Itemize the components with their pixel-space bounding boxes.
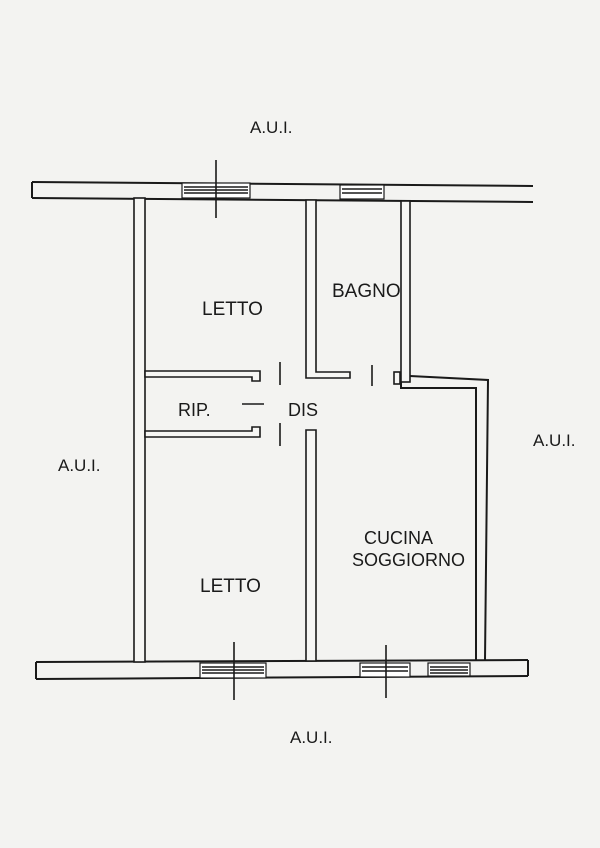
room-label-hallway: DIS <box>288 400 318 420</box>
top-window-bedroom <box>181 160 251 218</box>
partition-bedroom-bathroom <box>305 199 351 379</box>
top-exterior-wall <box>31 181 534 203</box>
bottom-window-kitchen-small <box>427 662 471 677</box>
bottom-window-kitchen <box>359 645 411 698</box>
room-label-bedroom-bottom: LETTO <box>200 576 261 597</box>
neighbor-label-bottom: A.U.I. <box>290 728 333 747</box>
room-label-bedroom-top: LETTO <box>202 299 263 320</box>
neighbor-label-right: A.U.I. <box>533 431 576 450</box>
storage-wall-bottom <box>144 426 261 438</box>
storage-wall-top <box>144 370 261 382</box>
right-wall-step <box>400 375 490 661</box>
neighbor-label-top: A.U.I. <box>250 118 293 137</box>
room-label-bathroom: BAGNO <box>332 281 401 302</box>
room-label-storage: RIP. <box>178 400 211 420</box>
room-label-living: SOGGIORNO <box>352 550 465 570</box>
door-markers <box>242 362 401 446</box>
top-window-bathroom <box>339 184 385 200</box>
left-wall <box>133 197 146 663</box>
right-wall-upper <box>400 200 411 383</box>
neighbor-label-left: A.U.I. <box>58 456 101 475</box>
room-label-kitchen: CUCINA <box>364 528 433 548</box>
partition-hallway-bedroom <box>305 429 317 662</box>
bottom-window-bedroom <box>199 642 267 700</box>
